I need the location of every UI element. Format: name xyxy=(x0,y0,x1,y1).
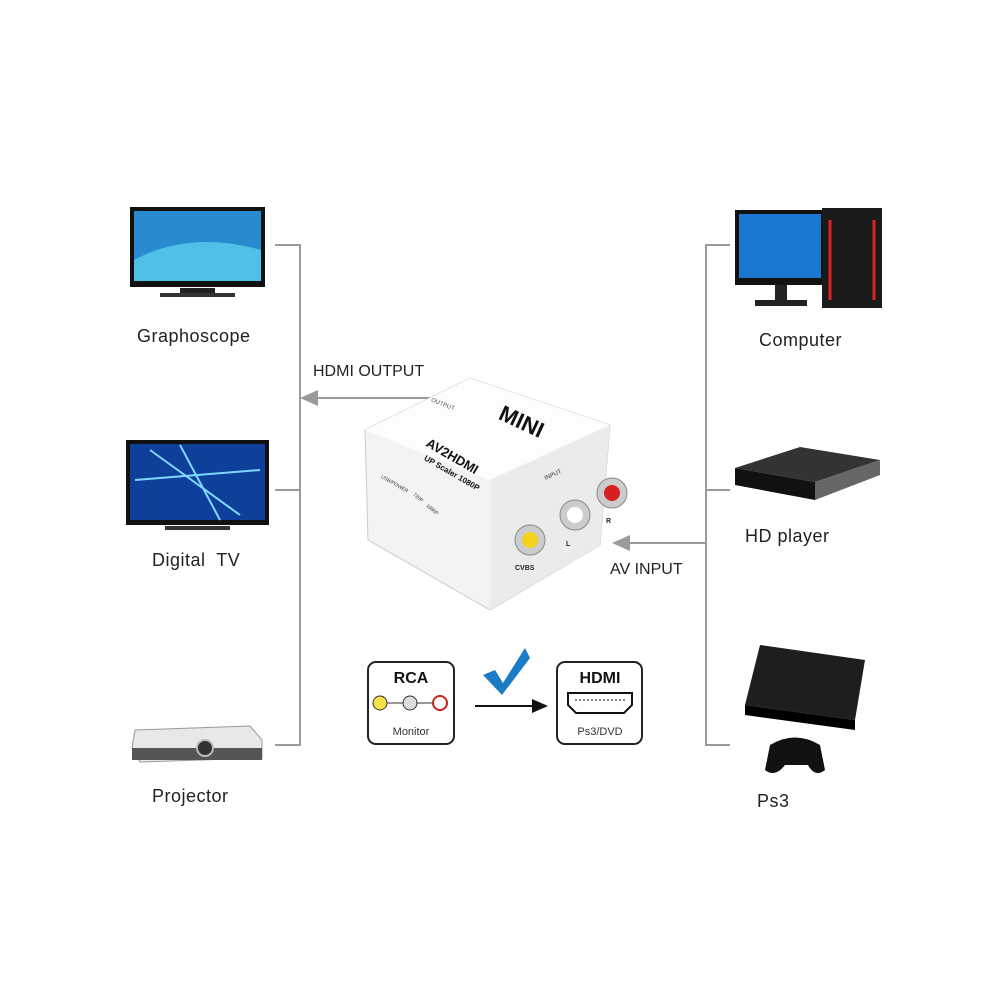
svg-text:Monitor: Monitor xyxy=(393,726,430,738)
svg-text:Ps3/DVD: Ps3/DVD xyxy=(577,726,622,738)
tv-icon xyxy=(126,440,269,530)
svg-text:RCA: RCA xyxy=(394,670,429,687)
svg-text:HDMI: HDMI xyxy=(580,670,621,687)
conversion-arrow xyxy=(532,699,548,713)
checkmark-icon xyxy=(483,648,530,695)
rca-box: RCA Monitor xyxy=(367,661,455,745)
svg-text:CVBS: CVBS xyxy=(515,565,535,572)
av-input-label: AV INPUT xyxy=(610,561,683,578)
dvd-player-icon xyxy=(735,447,880,500)
left-bracket xyxy=(275,244,301,746)
output-label-graphoscope: Graphoscope xyxy=(137,326,251,346)
right-bracket xyxy=(705,244,730,746)
hdmi-output-label: HDMI OUTPUT xyxy=(313,363,425,380)
arrowhead xyxy=(300,390,318,406)
hdmi-box: HDMI Ps3/DVD xyxy=(556,661,643,745)
input-label-computer: Computer xyxy=(759,330,843,350)
output-label-digital-tv: Digital TV xyxy=(152,550,241,570)
input-label-hd-player: HD player xyxy=(745,526,830,546)
svg-text:R: R xyxy=(606,518,611,525)
computer-icon xyxy=(735,208,882,308)
svg-text:L: L xyxy=(566,541,571,548)
projector-icon xyxy=(131,725,263,763)
output-label-projector: Projector xyxy=(152,786,229,806)
av2hdmi-converter: MINI AV2HDMI UP Scaler 1080P OUTPUT INPU… xyxy=(364,377,628,611)
hdmi-port-icon xyxy=(567,692,633,714)
arrowhead xyxy=(612,535,630,551)
tv-icon xyxy=(130,207,265,297)
game-console-icon xyxy=(745,645,865,774)
input-label-ps3: Ps3 xyxy=(757,791,790,811)
